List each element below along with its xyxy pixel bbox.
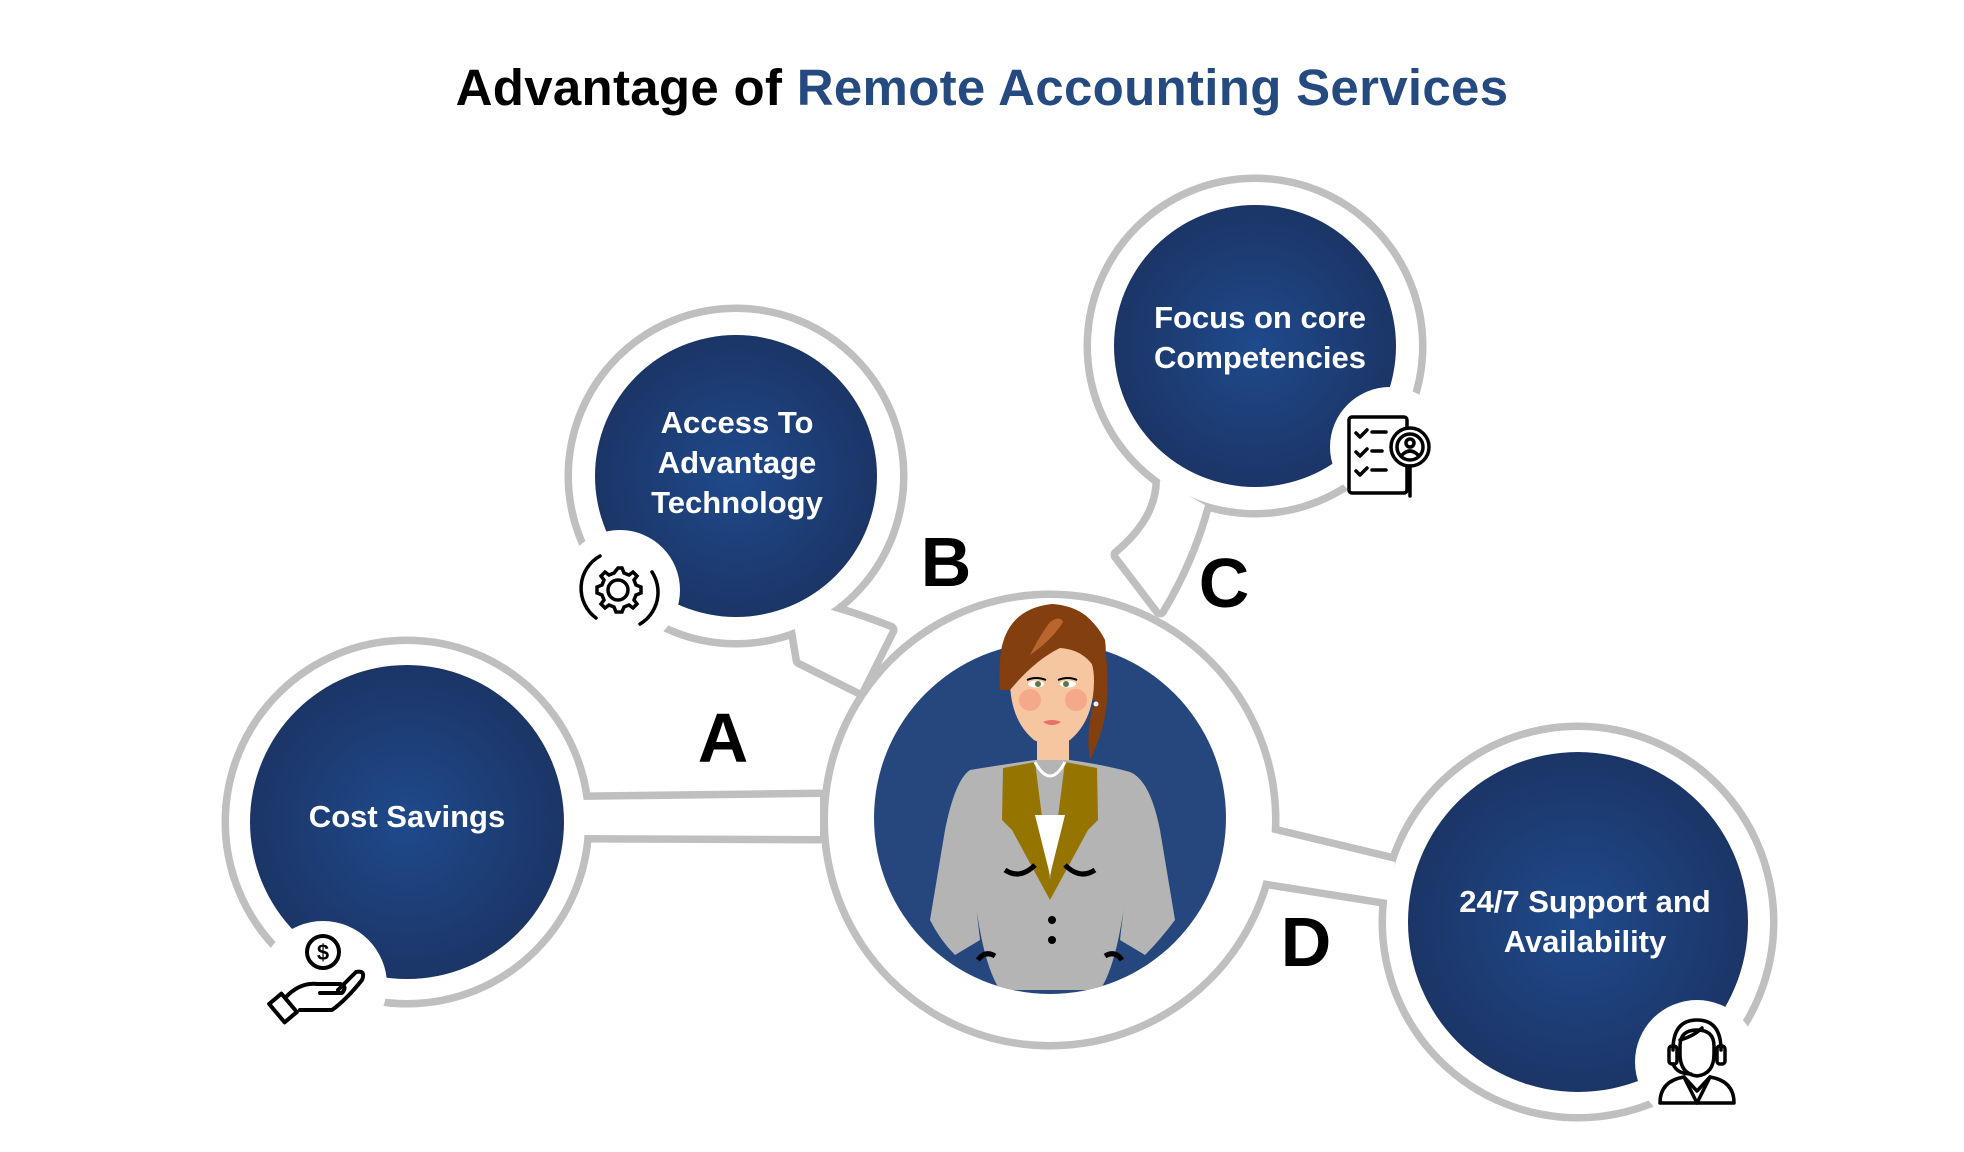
- circle-support-availability: [1408, 752, 1748, 1092]
- checklist-search-icon: [1347, 415, 1431, 498]
- letter-c: C: [1198, 544, 1250, 622]
- label-line: Focus on core: [1154, 300, 1366, 335]
- label-line: Availability: [1503, 924, 1667, 959]
- page-title: Advantage of Remote Accounting Services: [0, 58, 1964, 117]
- gear-icon: [579, 554, 660, 626]
- icon-badge-support: [1635, 1000, 1759, 1124]
- letter-d: D: [1280, 903, 1332, 981]
- label-line: Advantage: [657, 445, 817, 480]
- circle-focus-competencies: [1114, 205, 1396, 487]
- label-line: Technology: [651, 485, 823, 520]
- headset-support-icon: [1658, 1018, 1736, 1105]
- circle-cost-savings: [250, 665, 564, 979]
- title-highlight: Remote Accounting Services: [796, 59, 1509, 116]
- letter-b: B: [920, 523, 972, 601]
- circle-access-technology: [595, 335, 877, 617]
- label-support-availability: 24/7 Support and Availability: [1459, 882, 1710, 962]
- label-line: Cost Savings: [308, 799, 506, 834]
- label-line: 24/7 Support and: [1459, 884, 1711, 919]
- title-prefix: Advantage of: [455, 59, 783, 116]
- letter-a: A: [697, 699, 749, 777]
- label-cost-savings: Cost Savings: [309, 797, 505, 837]
- icon-badge-gear: [560, 530, 680, 650]
- hand-coin-icon: $: [267, 934, 366, 1025]
- label-line: Access To: [660, 405, 814, 440]
- businesswoman-avatar: [874, 604, 1226, 994]
- svg-text:$: $: [317, 940, 329, 965]
- label-access-technology: Access To Advantage Technology: [651, 403, 823, 523]
- label-focus-competencies: Focus on core Competencies: [1154, 298, 1366, 378]
- label-line: Competencies: [1154, 340, 1366, 375]
